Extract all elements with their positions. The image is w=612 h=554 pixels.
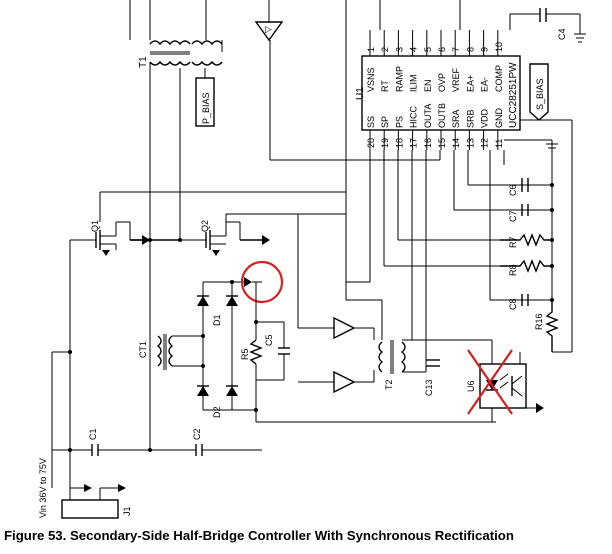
gate-driver-buffers [297,214,383,394]
ic-pin-number: 12 [480,138,490,148]
ic-pin-number: 10 [494,42,504,52]
ic-part-label: UCC28251PW [508,62,519,128]
right-passives: C6 C7 R7 R8 C8 R16 [500,119,573,353]
t2-label: T2 [384,379,394,390]
r7-label: R7 [508,236,518,248]
ic-pin-name: EA- [480,77,490,92]
ic-pin-number: 15 [437,138,447,148]
ic-pin-name: RAMP [394,66,404,92]
svg-text:▷: ▷ [265,24,272,34]
ic-pin-name: VDD [480,108,490,128]
ic-pin-number: 9 [480,47,490,52]
connector-j1: J1 Vin 36V to 75V [38,458,132,519]
c5-label: C5 [264,334,274,346]
ic-pin-name: EA+ [465,75,475,92]
ic-pin-number: 4 [409,47,419,52]
ic-pin-number: 6 [437,47,447,52]
u6-label: U6 [466,380,476,392]
mosfet-q2: Q2 [180,220,241,256]
d1-label: D1 [212,314,222,326]
ic-pin-name: SRA [451,109,461,128]
p-bias-label: P_BIAS [201,92,211,124]
capacitor-c13: C13 [424,359,440,396]
ct1-label: CT1 [138,341,148,358]
q1-label: Q1 [90,220,100,232]
ic-pin-number: 14 [451,138,461,148]
ic-pin-name: EN [423,79,433,92]
ic-pin-number: 2 [380,47,390,52]
figure-caption: Figure 53. Secondary-Side Half-Bridge Co… [4,528,514,543]
buffer-top: ▷ [254,0,284,42]
highlight-circle [240,260,284,304]
capacitor-c2: C2 [192,428,203,456]
s-bias-label: S_BIAS [535,78,545,110]
j1-label: J1 [122,506,132,516]
removed-part-cross [467,349,513,415]
u1-wiring [269,0,586,355]
ic-pin-number: 11 [494,139,504,148]
c2-label: C2 [192,428,202,440]
current-transformer-ct1: CT1 [138,240,203,450]
r16-label: R16 [534,313,544,330]
capacitor-c4: C4 [539,8,567,40]
net-s-bias: S_BIAS [529,63,549,121]
r8-label: R8 [508,264,518,276]
ic-pin-name: SRB [465,109,475,128]
mosfet-q1: Q1 [70,220,131,256]
ic-pin-number: 1 [366,47,376,52]
c8-label: C8 [508,298,518,310]
ic-pin-name: OVP [437,73,447,92]
cs-arrow [244,277,252,287]
c7-label: C7 [508,210,518,222]
capacitor-c1: C1 [88,428,99,456]
ic-ref-label: U1 [355,87,366,100]
ic-pin-number: 20 [366,138,376,148]
ic-pin-number: 19 [380,138,390,148]
t1-label: T1 [138,56,149,68]
ic-pin-number: 5 [423,47,433,52]
ic-pin-name: VREF [451,67,461,92]
transformer-t1: T1 [129,0,223,240]
ic-pin-number: 7 [451,47,461,52]
ic-pin-number: 16 [423,138,433,148]
ic-pin-name: VSNS [366,67,376,92]
ic-pin-name: OUTA [423,104,433,128]
gate-drive-wiring [99,191,346,245]
ic-pin-name: OUTB [437,103,447,128]
q2-label: Q2 [200,220,210,232]
c1-label: C1 [88,428,98,440]
ic-pin-name: GND [494,108,504,129]
net-p-bias: P_BIAS [195,77,215,127]
ic-pin-name: ILIM [409,74,419,92]
ic-pin-number: 17 [409,138,419,148]
ic-pin-number: 18 [394,138,404,148]
ic-pin-name: RT [380,80,390,92]
vin-label: Vin 36V to 75V [38,458,48,518]
r5-label: R5 [240,348,250,360]
transformer-t2: T2 [378,339,427,390]
ic-pin-number: 13 [465,138,475,148]
ic-pin-name: COMP [494,65,504,92]
sense-network: R5 C5 [232,281,496,423]
input-bus [51,240,262,488]
output-arrow-q2 [262,235,270,245]
c6-label: C6 [508,184,518,196]
diode-bridge: D1 D2 [197,277,252,418]
ic-pin-number: 8 [465,47,475,52]
ic-pin-name: HICC [409,106,419,128]
d2-label: D2 [212,406,222,418]
ic-pin-number: 3 [394,47,404,52]
output-arrow-q1 [142,235,150,245]
ic-pin-name: SS [366,116,376,128]
c13-label: C13 [424,379,434,396]
ic-pin-name: PS [394,116,404,128]
c4-label: C4 [557,28,567,40]
ic-pin-name: SP [380,116,390,128]
